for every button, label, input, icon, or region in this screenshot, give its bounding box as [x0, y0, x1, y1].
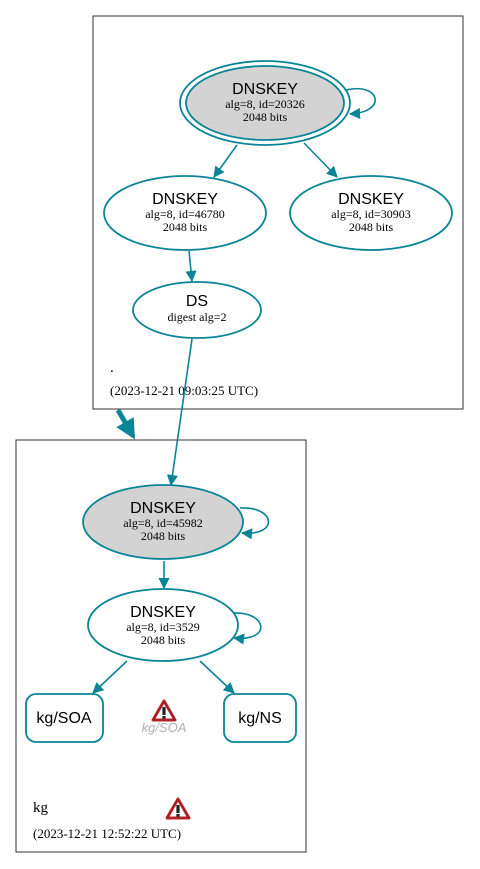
kg-ns-node: kg/NS	[223, 693, 297, 743]
kg-ksk-type: DNSKEY	[130, 500, 196, 517]
edge-kg-zsk-ns	[199, 660, 235, 694]
kg-zsk-bits: 2048 bits	[141, 633, 186, 647]
root-ksk-bits: 2048 bits	[243, 110, 288, 124]
kg-zone-cluster	[15, 439, 307, 853]
kg-zsk-node: DNSKEY alg=8, id=3529 2048 bits	[87, 588, 239, 662]
kg-zsk-type: DNSKEY	[130, 604, 196, 621]
kg-ksk-node: DNSKEY alg=8, id=45982 2048 bits	[82, 484, 244, 560]
kg-ns-label: kg/NS	[238, 710, 282, 727]
delegation-edge	[115, 408, 136, 440]
kg-soa-node: kg/SOA	[25, 693, 104, 743]
root-zsk1-node: DNSKEY alg=8, id=46780 2048 bits	[103, 175, 267, 251]
kg-zone-timestamp: (2023-12-21 12:52:22 UTC)	[33, 826, 181, 841]
kg-soa-warning-node: kg/SOA	[142, 699, 187, 735]
edge-ksk-self	[345, 87, 376, 120]
kg-zone-warning-icon	[165, 797, 191, 820]
edge-kg-zsk-self	[231, 612, 262, 645]
root-zsk1-bits: 2048 bits	[163, 220, 208, 234]
root-zone-cluster	[92, 15, 464, 410]
kg-ksk-info: alg=8, id=45982	[123, 516, 203, 530]
edge-kg-zsk-soa	[92, 660, 128, 694]
ds-node: DS digest alg=2	[132, 281, 262, 339]
root-zsk2-node: DNSKEY alg=8, id=30903 2048 bits	[289, 175, 453, 251]
ds-type: DS	[186, 293, 208, 310]
root-zsk2-bits: 2048 bits	[349, 220, 394, 234]
root-ksk-type: DNSKEY	[232, 81, 298, 98]
root-ksk-node: DNSKEY alg=8, id=20326 2048 bits	[179, 60, 351, 146]
warning-triangle-icon	[151, 699, 177, 722]
kg-soa-warning-label: kg/SOA	[142, 720, 187, 735]
root-zsk1-type: DNSKEY	[152, 191, 218, 208]
ds-info: digest alg=2	[167, 310, 226, 324]
root-ksk-info: alg=8, id=20326	[225, 97, 305, 111]
root-zsk2-info: alg=8, id=30903	[331, 207, 411, 221]
edge-kg-ksk-self	[239, 507, 270, 540]
edge-ksk-zsk2	[303, 142, 338, 178]
kg-zone-name: kg	[33, 800, 49, 816]
kg-soa-label: kg/SOA	[36, 710, 91, 727]
root-zsk1-info: alg=8, id=46780	[145, 207, 225, 221]
kg-ksk-bits: 2048 bits	[141, 529, 186, 543]
root-zone-name: .	[110, 360, 114, 376]
kg-zsk-info: alg=8, id=3529	[126, 620, 200, 634]
edge-ds-kg-ksk	[166, 338, 193, 487]
root-zsk2-type: DNSKEY	[338, 191, 404, 208]
edge-ksk-zsk1	[213, 144, 238, 178]
edge-zsk1-ds	[185, 250, 197, 283]
